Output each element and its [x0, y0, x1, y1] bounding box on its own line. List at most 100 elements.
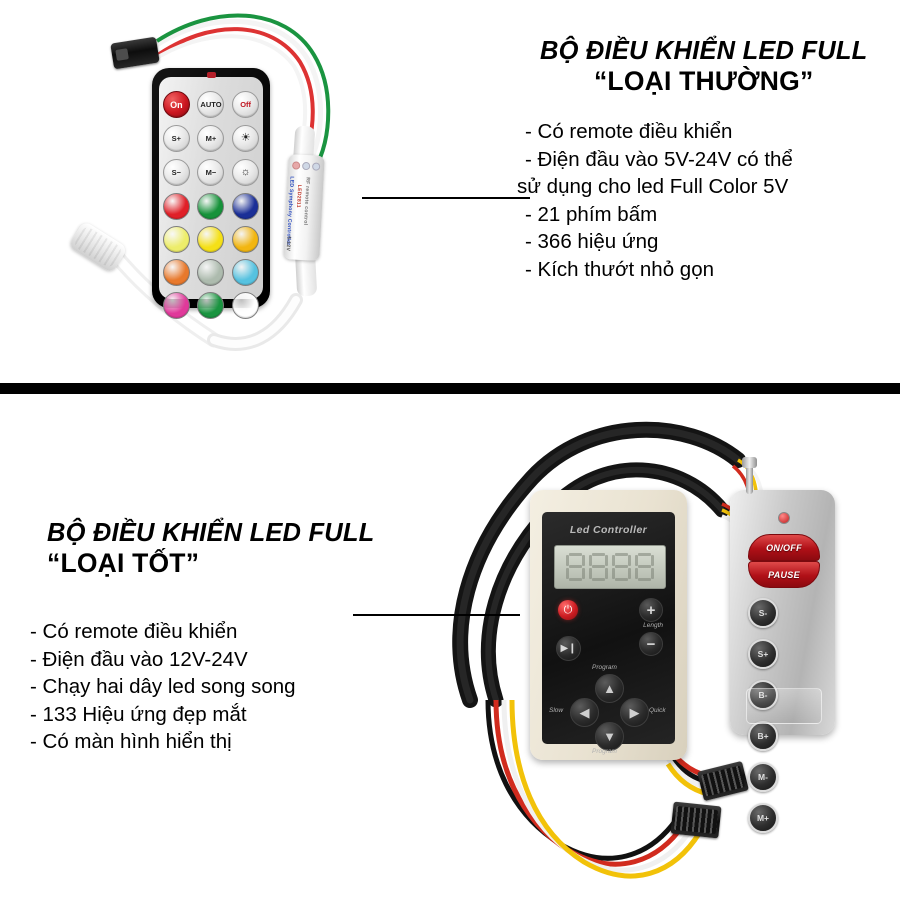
- remote-on-button[interactable]: On: [162, 91, 190, 118]
- remote-color-key-7[interactable]: [162, 259, 190, 286]
- top-bullet-1: - Có remote điều khiển: [525, 120, 733, 143]
- rf-key-bplus[interactable]: B+: [748, 721, 778, 751]
- remote-off-button[interactable]: Off: [232, 91, 260, 118]
- rf-key-mminus[interactable]: M-: [748, 762, 778, 792]
- lcd-segment-d: [615, 578, 628, 581]
- remote-color-key-12[interactable]: [232, 292, 260, 319]
- lcd-segment-b: [628, 555, 631, 566]
- onoff-button[interactable]: ON/OFF: [748, 534, 820, 561]
- remote-mode-up-button[interactable]: M+: [197, 125, 225, 152]
- rf-key-splus[interactable]: S+: [748, 639, 778, 669]
- power-icon[interactable]: ⏻: [558, 600, 578, 620]
- lcd-segment-a: [615, 553, 628, 556]
- rf-key-bminus[interactable]: B-: [748, 680, 778, 710]
- top-bullet-2: - Điện đầu vào 5V-24V có thể: [525, 147, 793, 171]
- wire-green: [155, 13, 331, 159]
- play-pause-button[interactable]: ▶❙: [556, 636, 581, 661]
- remote-speed-up-button[interactable]: S+: [162, 125, 190, 152]
- rf-key-sminus[interactable]: S-: [748, 598, 778, 628]
- top-title-line1: BỘ ĐIỀU KHIỂN LED FULL: [540, 37, 868, 65]
- slow-button[interactable]: ◀: [570, 698, 599, 727]
- lcd-segment-e: [612, 568, 615, 579]
- status-led-indicator: [777, 512, 790, 524]
- top-bullet-3: sử dụng cho led Full Color 5V: [517, 175, 789, 199]
- lcd-digit-3: [612, 553, 631, 581]
- inline-btn-1-icon[interactable]: [291, 161, 301, 170]
- lcd-segment-e: [566, 568, 569, 579]
- cable-white-curve-hi: [210, 296, 300, 348]
- section-divider: [0, 383, 900, 394]
- remote-color-key-3[interactable]: [232, 193, 260, 220]
- battery-door: [746, 688, 822, 724]
- quick-label: Quick: [649, 707, 666, 714]
- remote-mode-down-button[interactable]: M−: [197, 159, 225, 186]
- remote-color-key-11[interactable]: [197, 292, 225, 319]
- wire-red: [153, 27, 315, 153]
- inline-controller-buttons[interactable]: [291, 161, 321, 171]
- bottom-bullet-5: - Có màn hình hiển thị: [30, 730, 232, 754]
- remote-row-plus: S+ M+ ☀: [159, 125, 263, 152]
- bottom-bullet-3: - Chạy hai dây led song song: [30, 675, 296, 699]
- remote-row-power: On AUTO Off: [159, 91, 263, 118]
- remote-faceplate: On AUTO Off S+ M+ ☀ S− M− ☼: [159, 72, 263, 319]
- quick-button[interactable]: ▶: [620, 698, 649, 727]
- brightness-up-icon[interactable]: ☀: [232, 125, 260, 152]
- bottom-title: BỘ ĐIỀU KHIỂN LED FULL “LOẠI TỐT”: [47, 518, 374, 579]
- lcd-segment-g: [615, 565, 628, 568]
- antenna-icon: [742, 457, 757, 494]
- leader-line-top: [362, 197, 530, 199]
- sleeve-cable-outer-hi: [456, 426, 742, 704]
- top-product-photo: On AUTO Off S+ M+ ☀ S− M− ☼: [0, 0, 500, 380]
- length-minus-button[interactable]: −: [639, 632, 663, 656]
- lcd-segment-g: [592, 565, 605, 568]
- rf-key-mplus[interactable]: M+: [748, 803, 778, 833]
- slow-label: Slow: [549, 707, 564, 714]
- inline-rf-controller[interactable]: LED Symphony Controller LED2811 RF remot…: [283, 154, 325, 261]
- lcd-segment-a: [638, 553, 651, 556]
- mini-ir-remote[interactable]: On AUTO Off S+ M+ ☀ S− M− ☼: [152, 68, 270, 319]
- brightness-down-icon[interactable]: ☼: [232, 159, 260, 186]
- inline-label-voltage: 5-12V: [284, 236, 292, 252]
- program-down-button[interactable]: ▼: [595, 722, 624, 751]
- remote-color-key-9[interactable]: [232, 259, 260, 286]
- lcd-segment-c: [651, 568, 654, 579]
- lcd-digit-1: [566, 553, 585, 581]
- lcd-segment-f: [589, 555, 592, 566]
- remote-color-key-8[interactable]: [197, 259, 225, 286]
- remote-row-minus: S− M− ☼: [159, 159, 263, 186]
- rf-remote-keypad[interactable]: S- S+ B- B+ M- M+: [748, 598, 818, 833]
- remote-color-key-10[interactable]: [162, 292, 190, 319]
- program-up-button[interactable]: ▲: [595, 674, 624, 703]
- remote-color-keypad[interactable]: [159, 193, 263, 319]
- lcd-segment-g: [638, 565, 651, 568]
- ir-led-indicator: [207, 72, 216, 78]
- length-label: Length: [643, 622, 663, 629]
- remote-speed-down-button[interactable]: S−: [162, 159, 190, 186]
- lcd-segment-f: [635, 555, 638, 566]
- lcd-segment-e: [589, 568, 592, 579]
- pause-button[interactable]: PAUSE: [748, 561, 820, 588]
- inline-btn-3-icon[interactable]: [311, 162, 321, 171]
- bottom-bullets: - Có remote điều khiển - Điện đầu vào 12…: [30, 618, 296, 756]
- bottom-product-photo: Led Controller ⏻ ▶❙ + Length − Program ▲…: [400, 400, 900, 900]
- silver-rf-remote[interactable]: ON/OFF PAUSE S- S+ B- B+ M- M+: [730, 457, 835, 833]
- inline-label-model: LED2811: [294, 184, 303, 208]
- inline-btn-2-icon[interactable]: [301, 161, 311, 171]
- remote-color-key-6[interactable]: [232, 226, 260, 253]
- remote-color-key-2[interactable]: [197, 193, 225, 220]
- remote-color-key-1[interactable]: [162, 193, 190, 220]
- lcd-segment-b: [582, 555, 585, 566]
- inline-label-rf: RF remote control: [302, 176, 311, 226]
- remote-auto-button[interactable]: AUTO: [197, 91, 225, 118]
- top-bullet-4: - 21 phím bấm: [525, 202, 658, 226]
- top-bullets: - Có remote điều khiển - Điện đầu vào 5V…: [517, 118, 793, 283]
- remote-color-key-5[interactable]: [197, 226, 225, 253]
- lcd-segment-d: [569, 578, 582, 581]
- bottom-title-line2: “LOẠI TỐT”: [47, 548, 200, 579]
- length-plus-button[interactable]: +: [639, 598, 663, 622]
- lcd-digit-4: [635, 553, 654, 581]
- program-top-label: Program: [592, 664, 617, 671]
- remote-color-key-4[interactable]: [162, 226, 190, 253]
- led-controller-box[interactable]: Led Controller ⏻ ▶❙ + Length − Program ▲…: [530, 490, 687, 760]
